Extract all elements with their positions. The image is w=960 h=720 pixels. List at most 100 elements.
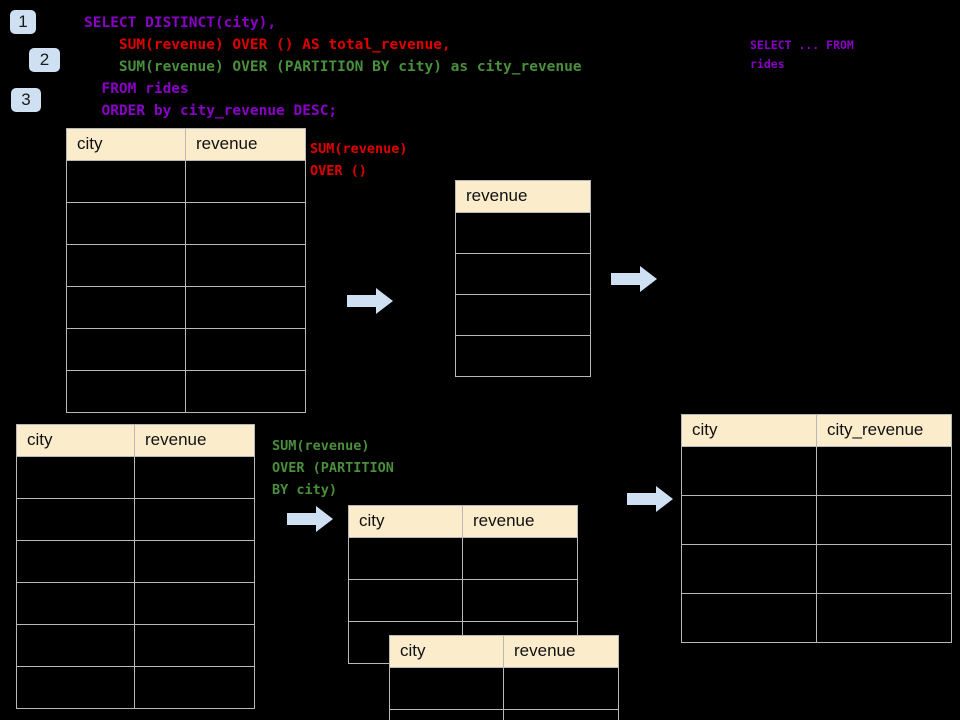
column-header-revenue: revenue (462, 505, 578, 538)
table-rides-source-top: city revenue (66, 128, 306, 413)
table-row (16, 624, 255, 667)
table-row (66, 328, 306, 371)
cell-revenue (134, 456, 255, 499)
cell-city (389, 667, 504, 710)
table-body (389, 667, 619, 720)
cell-city (16, 498, 135, 541)
cell-revenue (455, 212, 591, 254)
table-header-row: city city_revenue (681, 414, 952, 447)
table-row (681, 544, 952, 594)
table-row (16, 540, 255, 583)
table-header-row: city revenue (389, 635, 619, 668)
table-header-row: city revenue (66, 128, 306, 161)
step-badge-1: 1 (10, 10, 36, 34)
annotation-total-revenue: SUM(revenue) OVER () (310, 141, 408, 179)
cell-revenue (185, 244, 306, 287)
cell-revenue (134, 666, 255, 709)
table-row (16, 456, 255, 499)
column-header-revenue: revenue (134, 424, 255, 457)
table-row (389, 709, 619, 720)
cell-city-revenue (816, 446, 952, 496)
cell-revenue (462, 537, 578, 580)
cell-revenue (185, 370, 306, 413)
table-row (66, 244, 306, 287)
table-row (348, 537, 578, 580)
table-total-revenue: revenue (455, 180, 591, 377)
cell-city (681, 544, 817, 594)
cell-city-revenue (816, 495, 952, 545)
table-partition-front: city revenue (389, 635, 619, 720)
cell-city (348, 579, 463, 622)
table-row (389, 667, 619, 710)
table-row (455, 335, 591, 377)
table-final-result: city city_revenue (681, 414, 952, 643)
cell-revenue (134, 498, 255, 541)
table-row (455, 253, 591, 295)
table-body (66, 160, 306, 413)
cell-city (16, 624, 135, 667)
annotation-select-from-rides: SELECT ... FROM rides (750, 38, 854, 71)
table-row (16, 498, 255, 541)
cell-revenue (185, 160, 306, 203)
sql-line-3: SUM(revenue) OVER (PARTITION BY city) as… (84, 59, 582, 75)
column-header-city: city (681, 414, 817, 447)
cell-revenue (455, 253, 591, 295)
cell-revenue (185, 202, 306, 245)
table-body (16, 456, 255, 709)
cell-revenue (455, 335, 591, 377)
cell-revenue (503, 667, 619, 710)
table-header-row: city revenue (348, 505, 578, 538)
cell-revenue (185, 286, 306, 329)
table-row (66, 370, 306, 413)
cell-city (66, 202, 186, 245)
cell-revenue (462, 579, 578, 622)
cell-city (66, 286, 186, 329)
cell-revenue (185, 328, 306, 371)
column-header-city: city (389, 635, 504, 668)
cell-revenue (134, 582, 255, 625)
table-row (66, 202, 306, 245)
sql-line-1: SELECT DISTINCT(city), (84, 15, 277, 31)
table-row (681, 446, 952, 496)
cell-city (681, 593, 817, 643)
table-row (348, 579, 578, 622)
cell-city (16, 666, 135, 709)
arrow-right-icon (627, 486, 673, 512)
table-row (66, 286, 306, 329)
cell-city (16, 582, 135, 625)
cell-revenue (134, 540, 255, 583)
arrow-right-icon (611, 266, 657, 292)
cell-city (66, 244, 186, 287)
column-header-revenue: revenue (455, 180, 591, 213)
table-row (681, 593, 952, 643)
cell-city (66, 370, 186, 413)
column-header-revenue: revenue (185, 128, 306, 161)
column-header-city-revenue: city_revenue (816, 414, 952, 447)
table-row (455, 212, 591, 254)
cell-revenue (455, 294, 591, 336)
column-header-city: city (348, 505, 463, 538)
arrow-right-icon (347, 288, 393, 314)
table-row (16, 582, 255, 625)
cell-city (16, 540, 135, 583)
cell-city (348, 537, 463, 580)
table-row (16, 666, 255, 709)
cell-city-revenue (816, 544, 952, 594)
table-body (681, 446, 952, 643)
cell-city (681, 446, 817, 496)
table-header-row: revenue (455, 180, 591, 213)
cell-city-revenue (816, 593, 952, 643)
table-rides-source-bottom: city revenue (16, 424, 255, 709)
sql-line-2: SUM(revenue) OVER () AS total_revenue, (84, 37, 451, 53)
column-header-city: city (16, 424, 135, 457)
table-header-row: city revenue (16, 424, 255, 457)
cell-city (681, 495, 817, 545)
sql-line-5: ORDER by city_revenue DESC; (84, 103, 338, 119)
table-row (66, 160, 306, 203)
table-body (455, 212, 591, 377)
column-header-city: city (66, 128, 186, 161)
table-row (681, 495, 952, 545)
table-row (455, 294, 591, 336)
sql-line-4: FROM rides (84, 81, 189, 97)
